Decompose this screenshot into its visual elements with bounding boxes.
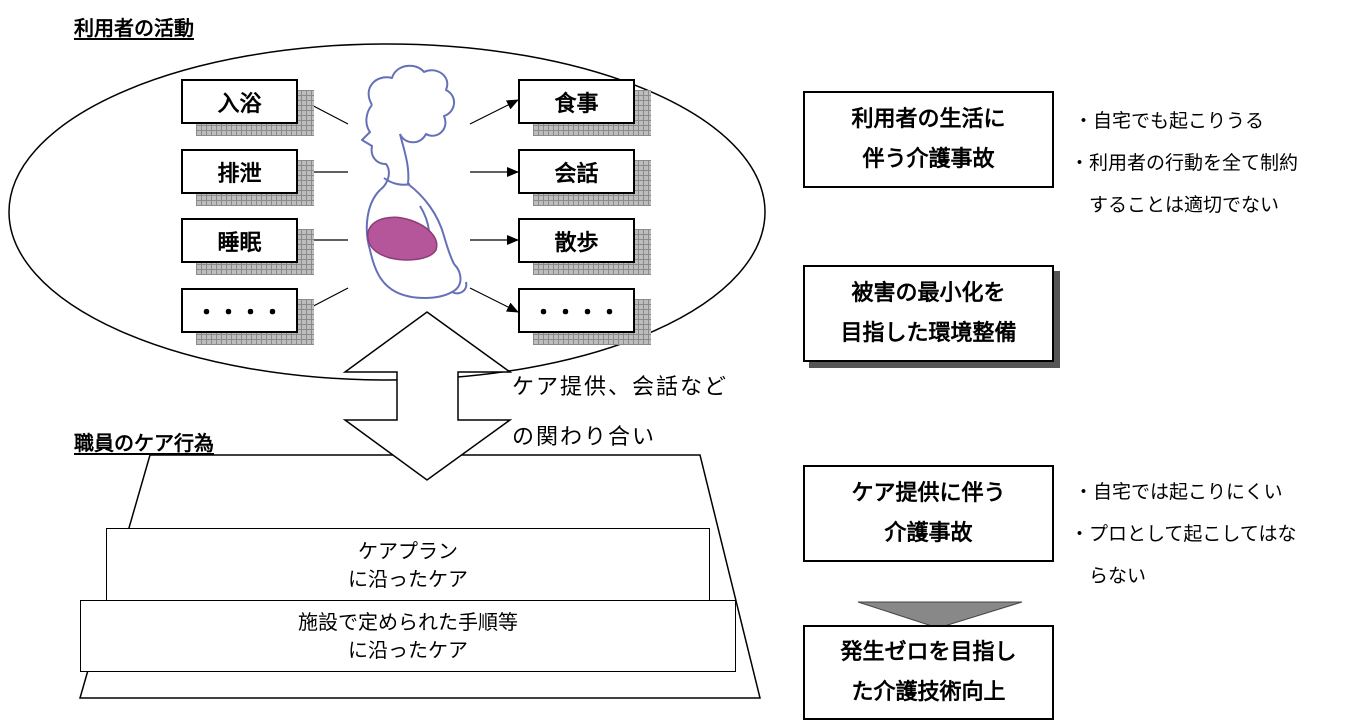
activity-walk: 散歩 [518,218,635,263]
care-plan-line2: に沿ったケア [348,567,468,591]
procedure-line1: 施設で定められた手順等 [298,610,518,634]
daily-life-accident-line1: 利用者の生活に [851,106,1006,132]
care-provision-accident-box: ケア提供に伴う 介護事故 [803,465,1054,562]
zero-incident-skill-line1: 発生ゼロを目指し [840,639,1017,665]
activity-right-other: ・・・・ [518,288,635,333]
daily-life-accident-box: 利用者の生活に 伴う介護事故 [803,91,1054,188]
shawl-patch [367,216,438,261]
top-note-2: ・利用者の行動を全て制約 [1070,152,1299,174]
bottom-note-2: ・プロとして起こしてはな [1070,523,1297,545]
procedure-box: 施設で定められた手順等 に沿ったケア [80,600,736,672]
care-provision-accident-line2: 介護事故 [884,520,973,546]
care-plan-box: ケアプラン に沿ったケア [106,528,710,602]
activity-left-other: ・・・・ [181,288,298,333]
care-provision-accident-line1: ケア提供に伴う [851,480,1006,506]
zero-incident-skill-box: 発生ゼロを目指し た介護技術向上 [803,625,1054,720]
down-triangle-bottom [857,601,1023,629]
activity-ellipse [8,43,766,381]
activity-meal: 食事 [518,79,635,124]
activity-excretion: 排泄 [181,149,298,194]
activity-sleep: 睡眠 [181,218,298,263]
environment-improvement-box: 被害の最小化を 目指した環境整備 [803,265,1054,362]
environment-improvement-line1: 被害の最小化を [851,280,1006,306]
bottom-note-1: ・自宅では起こりにくい [1074,481,1283,503]
environment-improvement-line2: 目指した環境整備 [840,320,1017,346]
procedure-line2: に沿ったケア [348,638,468,662]
interaction-label-line2: の関わり合い [512,425,657,450]
bottom-note-3: らない [1070,565,1147,587]
interaction-label-line1: ケア提供、会話など [512,375,729,400]
activity-conversation: 会話 [518,149,635,194]
top-note-3: することは適切でない [1070,194,1280,216]
user-activity-heading: 利用者の活動 [74,16,194,40]
arrow-to-meal [469,99,519,125]
top-note-1: ・自宅でも起こりうる [1074,110,1265,132]
activity-bathing: 入浴 [181,79,298,124]
arrow-to-right-other [469,287,519,313]
staff-care-heading: 職員のケア行為 [74,431,214,455]
daily-life-accident-line2: 伴う介護事故 [862,146,995,172]
interaction-double-arrow [342,311,513,481]
care-plan-line1: ケアプラン [358,539,458,563]
elderly-person-illustration [361,64,468,299]
zero-incident-skill-line2: た介護技術向上 [851,679,1006,705]
